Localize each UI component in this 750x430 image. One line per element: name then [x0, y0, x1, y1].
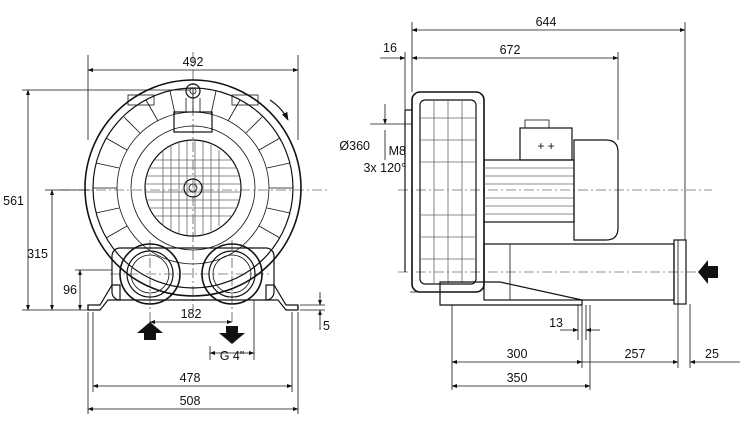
svg-text:561: 561	[3, 194, 24, 208]
dim-thread: G 4"	[209, 300, 255, 363]
base-bracket	[410, 281, 583, 306]
dim-bolt-circle: Ø360 M8 3x 120°	[339, 104, 412, 175]
dim-478: 478	[92, 312, 293, 392]
motor-body: + +	[483, 119, 619, 241]
svg-text:315: 315	[27, 247, 48, 261]
svg-text:25: 25	[705, 347, 719, 361]
dim-300-257-25: 300 257 25	[451, 304, 740, 390]
rotation-arrow-icon	[269, 99, 289, 121]
dim-5: 5	[300, 292, 330, 333]
svg-text:672: 672	[500, 43, 521, 57]
svg-text:13: 13	[549, 316, 563, 330]
svg-text:+ +: + +	[537, 139, 554, 153]
svg-text:182: 182	[181, 307, 202, 321]
dim-672: 672	[411, 43, 619, 140]
dim-561: 561	[3, 89, 190, 311]
dim-350: 350	[451, 305, 591, 390]
blower-side-housing	[404, 91, 485, 293]
dim-508: 508	[87, 312, 299, 414]
svg-text:644: 644	[536, 15, 557, 29]
svg-text:5: 5	[323, 319, 330, 333]
silencer-pipe	[483, 239, 687, 305]
dim-644: 644	[411, 15, 686, 240]
inlet-flow-arrow-icon	[137, 322, 163, 340]
svg-text:M8: M8	[389, 144, 406, 158]
side-view: + + 644 672	[339, 15, 740, 390]
front-view: 492 561 315 96 182	[3, 52, 330, 414]
dim-492: 492	[87, 55, 299, 140]
fan-grille	[144, 139, 242, 237]
dim-315: 315	[27, 189, 90, 311]
svg-text:16: 16	[383, 41, 397, 55]
dim-96: 96	[63, 269, 112, 311]
outlet-flow-arrow-icon	[219, 326, 245, 344]
blower-housing	[84, 79, 302, 297]
svg-text:Ø360: Ø360	[339, 139, 370, 153]
svg-text:257: 257	[625, 347, 646, 361]
svg-text:350: 350	[507, 371, 528, 385]
svg-text:492: 492	[183, 55, 204, 69]
dim-13: 13	[549, 305, 600, 340]
svg-text:3x 120°: 3x 120°	[363, 161, 406, 175]
svg-text:G 4": G 4"	[220, 349, 245, 363]
svg-text:478: 478	[180, 371, 201, 385]
dim-16: 16	[380, 41, 406, 110]
dim-182: 182	[149, 307, 233, 324]
svg-text:300: 300	[507, 347, 528, 361]
feet	[87, 284, 299, 311]
side-inlet-arrow-icon	[698, 260, 718, 284]
svg-text:508: 508	[180, 394, 201, 408]
inlet-outlet-ports	[110, 240, 275, 325]
svg-text:96: 96	[63, 283, 77, 297]
